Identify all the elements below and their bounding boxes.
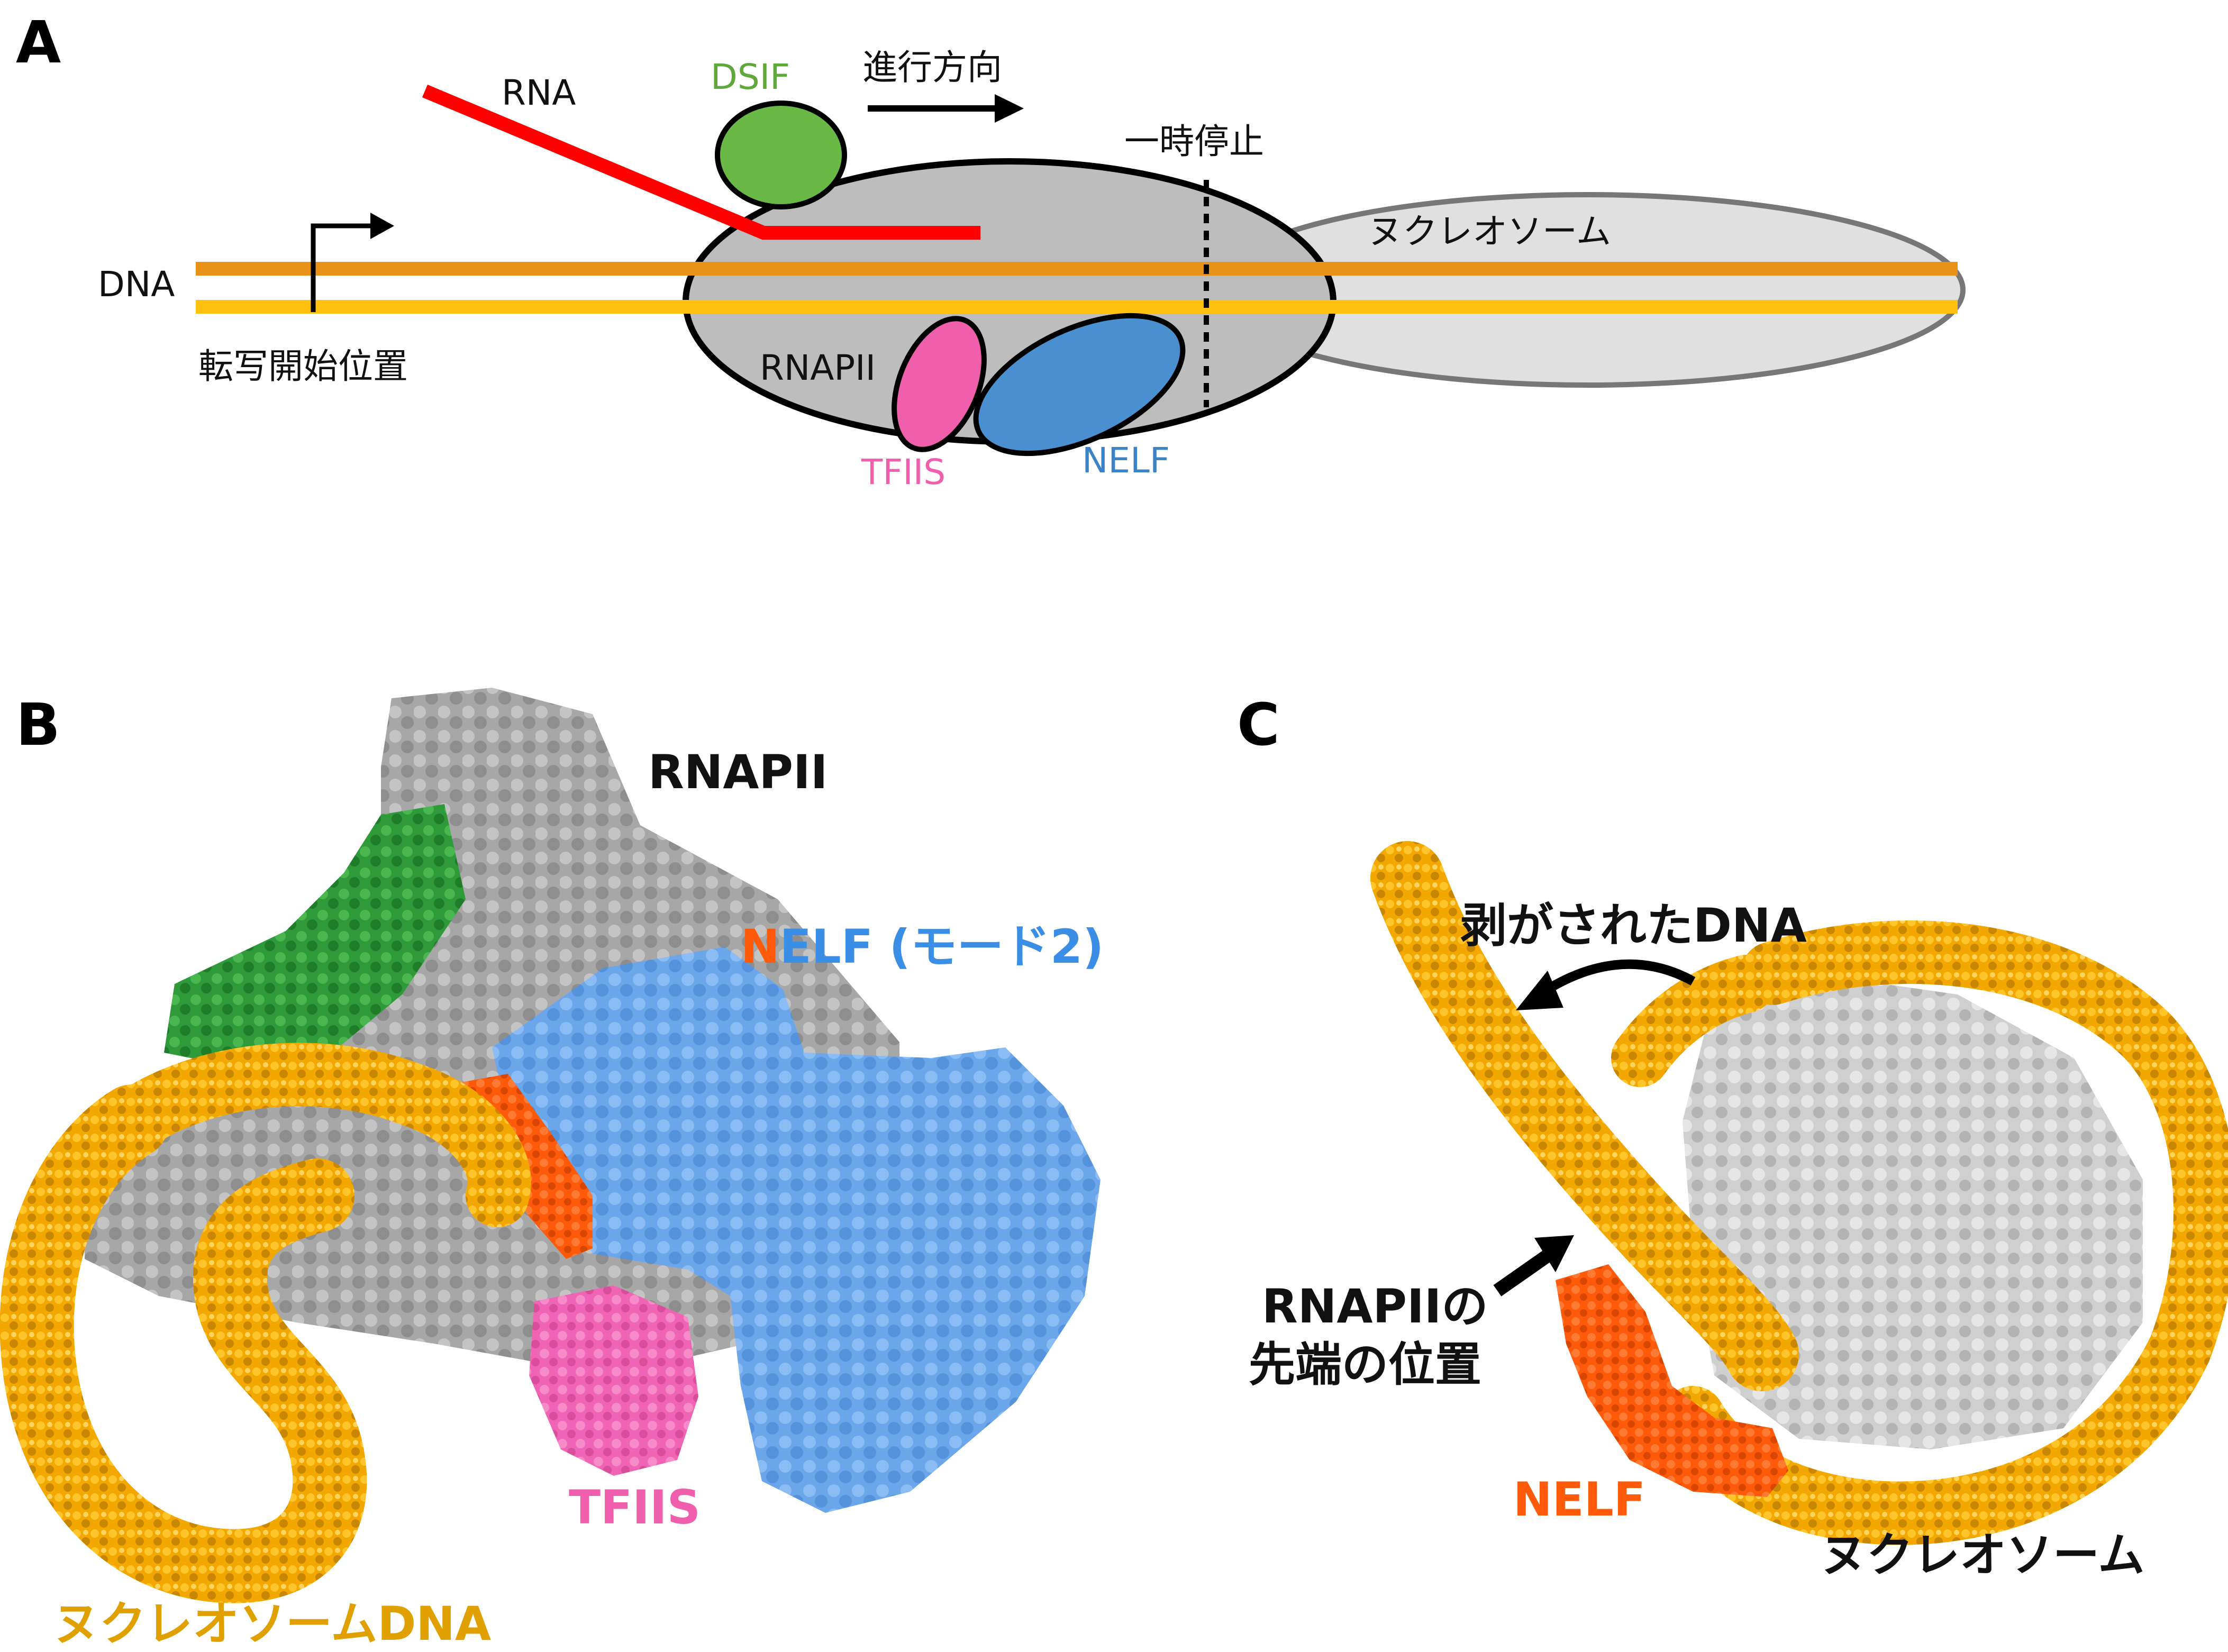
tip-arrow-line [1493,1248,1554,1297]
nucleosome-dna-wrap [1661,920,2228,1545]
nelf-label: NELF [1082,440,1170,481]
nelf-structure-c [1556,1264,1788,1497]
peeled-dna-joint [1611,955,1775,1087]
direction-arrow-head [995,94,1024,123]
peeled-dna [1370,841,1799,1391]
rnapii-tip-label-1: RNAPIIの [1262,1279,1488,1334]
tfiis-structure [529,1285,698,1476]
nelf-label-c: NELF [1513,1472,1645,1527]
tfiis-label-b: TFIIS [569,1480,701,1535]
panel-a-letter: A [16,8,61,76]
nelf-shape [973,313,1186,457]
tss-label: 転写開始位置 [198,346,408,387]
tfiis-label: TFIIS [861,452,945,492]
panel-b: B RNAPII NELF (モード2) TFIIS ヌクレオソームDNA [0,688,1104,1651]
nelf-n-letter: N [741,919,780,974]
histone-core [1683,973,2143,1449]
tfiis-shape [892,316,987,452]
nelf-structure [492,947,1101,1513]
nelf-mode2-rest: ELF (モード2) [780,919,1104,974]
nucleosome-dna-upper [101,1043,531,1227]
nucleosome-dna-label: ヌクレオソームDNA [53,1596,491,1651]
nucleosome-label-c: ヌクレオソーム [1820,1528,2144,1582]
panel-c: C 剥がされたDNA RNAPIIの 先端の位置 NELF ヌクレオソーム [1237,691,2228,1582]
panel-b-letter: B [16,691,60,759]
rna-strand [422,85,980,240]
rna-label: RNA [502,72,576,113]
panel-a: A RNA DSIF 進行方向 一時停止 ヌクレオソーム DNA 転写開始位置 [16,8,1966,492]
peeled-arrow-line [1537,959,1696,999]
dsif-shape [715,101,847,209]
rnapii-label-b: RNAPII [648,745,828,799]
nucleosome-label: ヌクレオソーム [1368,211,1611,252]
panel-c-letter: C [1237,691,1280,759]
nelf-mode2-label: NELF (モード2) [741,919,1104,974]
nucleosome-dna-loop [0,1084,367,1603]
direction-label: 進行方向 [862,47,1002,88]
rnapii-label: RNAPII [760,348,876,388]
rnapii-tip-label-2: 先端の位置 [1249,1337,1481,1392]
dna-label: DNA [98,264,175,305]
dsif-label: DSIF [711,57,790,97]
pause-label: 一時停止 [1124,121,1264,162]
dsif-structure [164,804,466,1069]
peeled-dna-label: 剥がされたDNA [1460,898,1807,953]
peeled-arrow-head [1516,971,1563,1010]
tss-arrow-head [370,213,394,239]
tss-arrow [311,223,370,312]
tip-arrow-head [1534,1235,1574,1272]
